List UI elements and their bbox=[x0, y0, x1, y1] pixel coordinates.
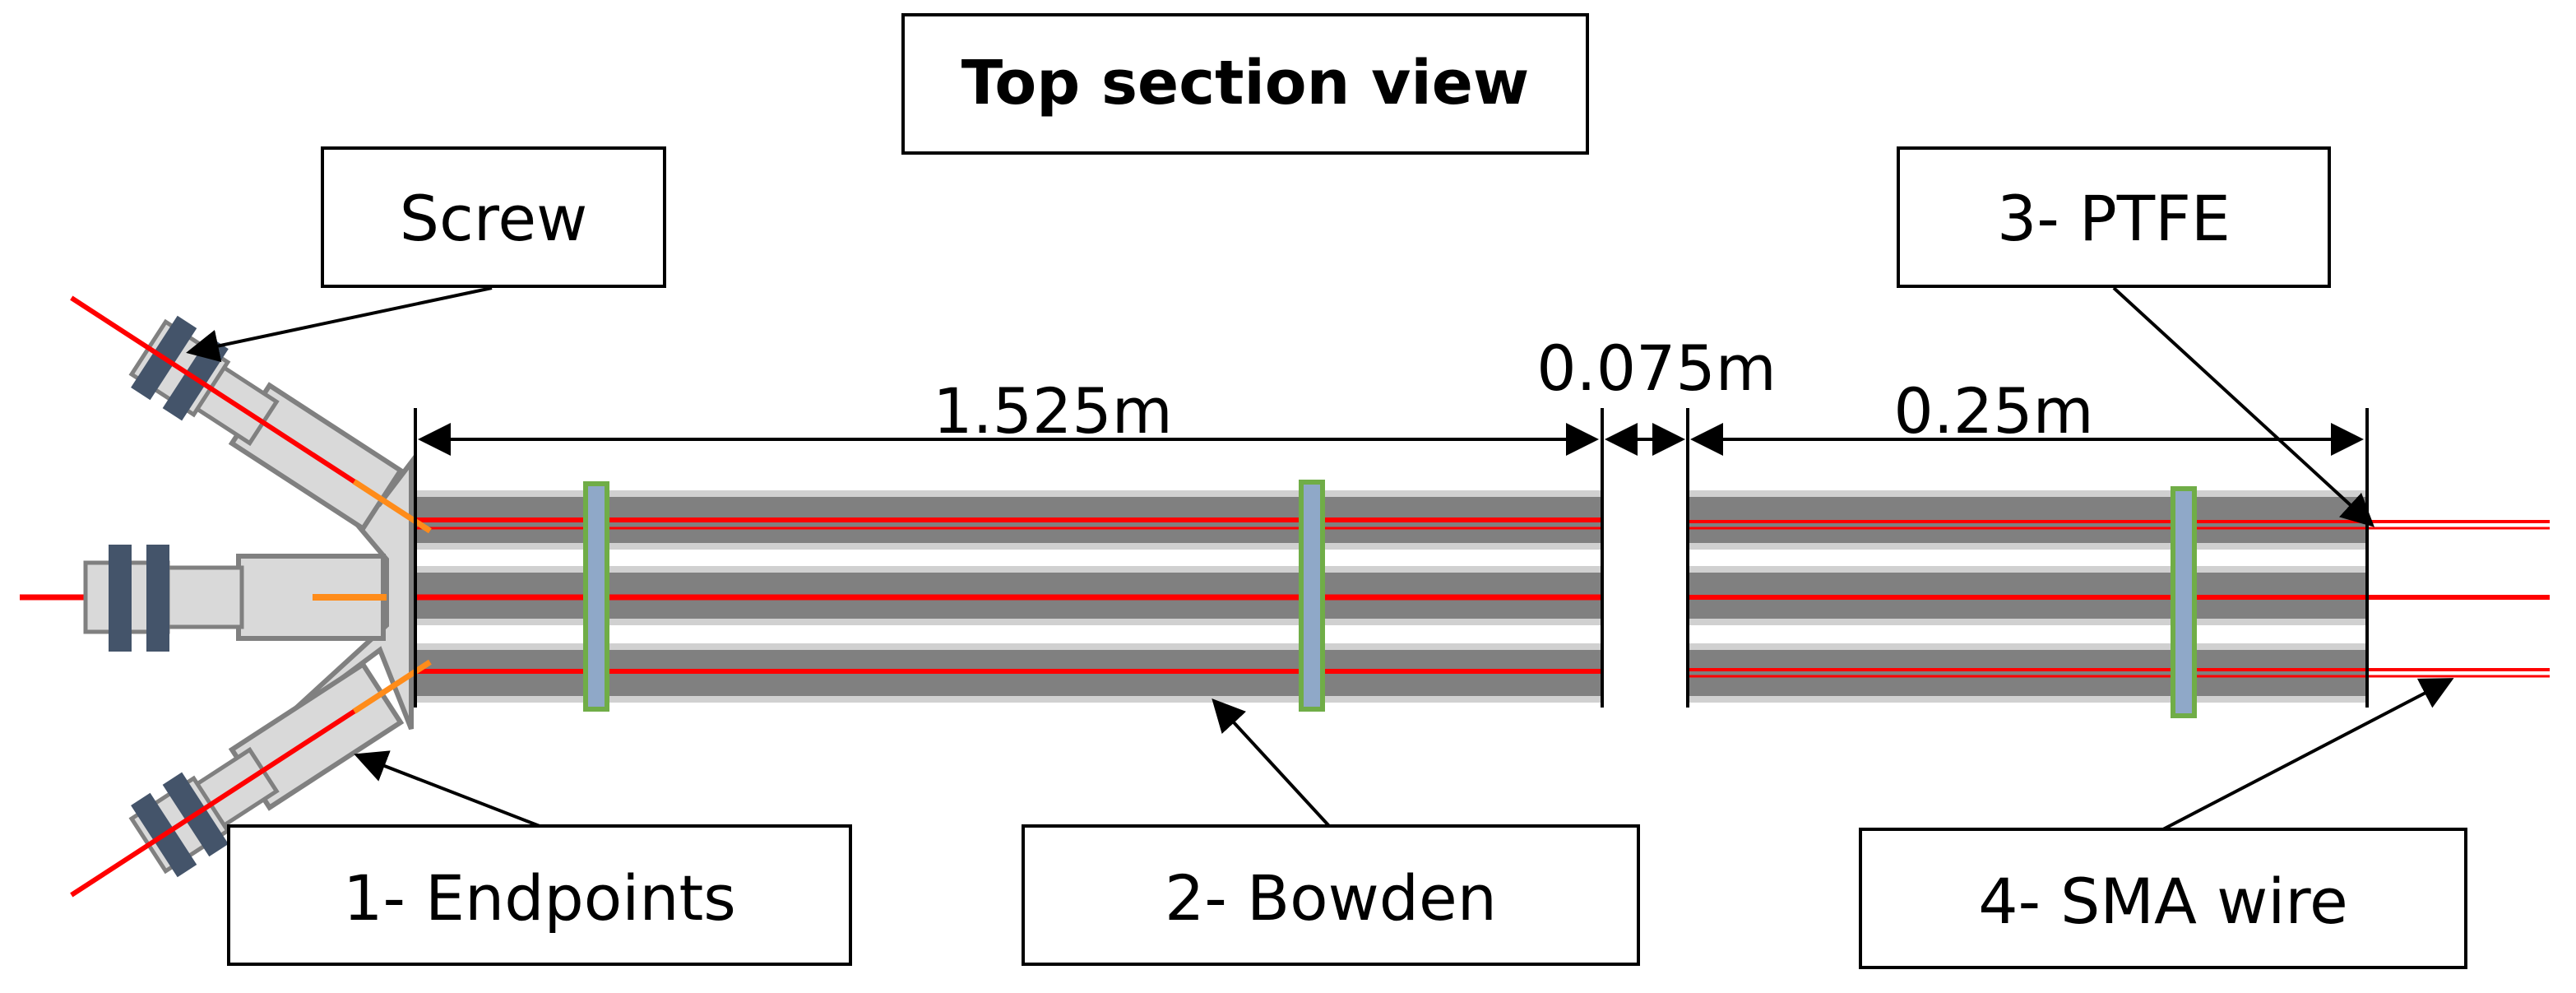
arrow-endpoints bbox=[354, 750, 540, 828]
svg-text:1- Endpoints: 1- Endpoints bbox=[343, 861, 736, 935]
arrow-sma-wire bbox=[2162, 678, 2454, 831]
dim-label-ptfe: 0.25m bbox=[1893, 374, 2093, 448]
ptfe-tube-bottom bbox=[1688, 650, 2367, 696]
title-box: Top section view bbox=[901, 13, 1589, 155]
svg-text:2- Bowden: 2- Bowden bbox=[1165, 861, 1497, 935]
label-ptfe: 3- PTFE bbox=[1897, 146, 2331, 288]
clamp-1 bbox=[583, 481, 609, 712]
title-text: Top section view bbox=[961, 48, 1530, 118]
leader-arrows bbox=[186, 286, 2454, 831]
clamp-3 bbox=[2171, 486, 2197, 718]
arrow-screw bbox=[186, 286, 493, 363]
endpoint-middle bbox=[83, 545, 387, 652]
dim-label-gap: 0.075m bbox=[1536, 332, 1777, 405]
endpoint-bottom bbox=[70, 659, 432, 898]
dimension-lines bbox=[414, 408, 2369, 708]
arrow-ptfe bbox=[2112, 286, 2374, 527]
label-bowden: 2- Bowden bbox=[1022, 824, 1640, 966]
svg-text:3- PTFE: 3- PTFE bbox=[1997, 182, 2231, 255]
label-screw: Screw bbox=[321, 146, 666, 288]
dim-label-bowden: 1.525m bbox=[933, 374, 1173, 448]
label-endpoints: 1- Endpoints bbox=[227, 824, 852, 966]
arrow-bowden bbox=[1212, 698, 1331, 828]
svg-text:4- SMA wire: 4- SMA wire bbox=[1978, 865, 2348, 938]
clamp-2 bbox=[1299, 480, 1325, 712]
svg-text:Screw: Screw bbox=[400, 182, 588, 255]
label-sma-wire: 4- SMA wire bbox=[1859, 828, 2467, 969]
screw-nut-icon bbox=[146, 545, 169, 652]
endpoints-assembly bbox=[70, 295, 432, 898]
screw-nut-icon bbox=[109, 545, 132, 652]
clamps bbox=[583, 480, 2197, 718]
